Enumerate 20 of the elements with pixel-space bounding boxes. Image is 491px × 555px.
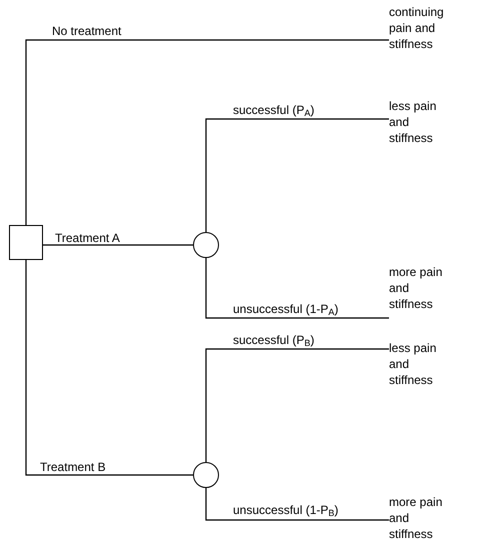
edge-label: unsuccessful (1-P$_{B}$) [233,503,338,517]
branch-line [205,348,389,462]
branch-line [205,258,389,319]
branch-line [205,118,389,232]
branch-line [43,244,193,246]
outcome-text: less pain and stiffness [389,98,438,146]
outcome-text: more pain and stiffness [389,264,444,312]
edge-label: Treatment B [40,460,106,474]
outcome-text: more pain and stiffness [389,494,444,542]
branch-line [25,39,389,225]
outcome-text: continuing pain and stiffness [389,4,445,52]
branch-line [25,260,193,476]
edge-label: successful (P$_{B}$) [233,333,314,347]
decision-square [9,225,43,260]
edge-label: successful (P$_{A}$) [233,103,314,117]
edge-label: No treatment [52,24,122,38]
outcome-text: less pain and stiffness [389,340,438,388]
edge-label: Treatment A [55,231,120,245]
edge-label: unsuccessful (1-P$_{A}$) [233,302,338,316]
branch-line [205,488,389,521]
